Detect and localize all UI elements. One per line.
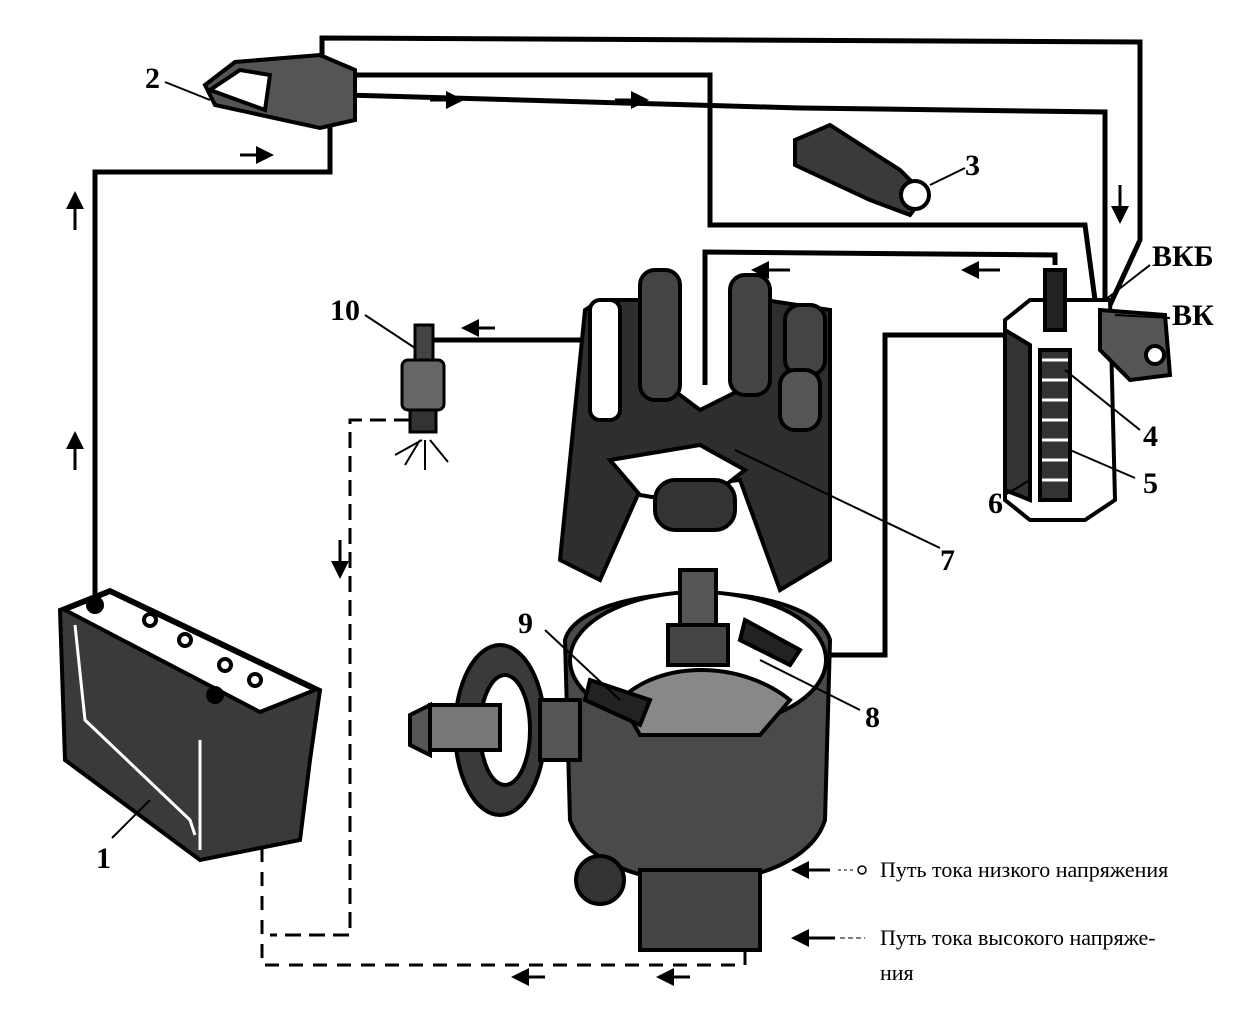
- label-rotor-7: 7: [940, 544, 955, 577]
- ignition-switch: [202, 52, 357, 131]
- ignition-coil: [1003, 268, 1173, 522]
- legend: Путь тока низкого напряжения Путь тока в…: [791, 857, 1168, 985]
- label-resistor: 3: [965, 149, 980, 182]
- distributor-body: [562, 568, 833, 952]
- leader-lines: [111, 81, 1171, 839]
- vacuum-advance: [408, 643, 582, 817]
- additional-resistor: [793, 122, 931, 218]
- battery: [57, 587, 323, 863]
- distributor-cap: [557, 268, 832, 593]
- wire-plug-ground: [270, 418, 410, 937]
- legend-high-voltage-text-2: ния: [880, 960, 914, 985]
- wire-coil-to-distributor: [702, 249, 1058, 385]
- legend-high-voltage-text-1: Путь тока высокого напряже-: [880, 925, 1156, 950]
- wire-switch-to-relay: [344, 92, 1108, 300]
- wire-ground-return: [260, 740, 747, 967]
- label-battery: 1: [96, 842, 111, 875]
- wire-top-loop: [319, 35, 1143, 307]
- label-vkb: ВКБ: [1152, 240, 1214, 273]
- legend-low-voltage-text: Путь тока низкого напряжения: [880, 857, 1168, 882]
- wire-battery-to-switch: [92, 110, 333, 600]
- label-vk: ВК: [1172, 299, 1214, 332]
- wire-coil-to-breaker: [800, 332, 1015, 658]
- high-voltage-wires: [270, 249, 1058, 937]
- current-arrows: [66, 91, 1129, 986]
- legend-low-voltage: Путь тока низкого напряжения: [791, 857, 1168, 882]
- legend-high-voltage: Путь тока высокого напряже- ния: [791, 925, 1156, 985]
- label-coil-4: 4: [1143, 420, 1158, 453]
- label-coil-6: 6: [988, 487, 1003, 520]
- wire-switch-to-coil-vkb: [345, 72, 1098, 301]
- label-coil-5: 5: [1143, 467, 1158, 500]
- component-labels: 1 2 3 4 5 6 7 8 9 10 ВКБ ВК: [96, 62, 1214, 875]
- spark-plug: [394, 323, 449, 470]
- label-breaker-8: 8: [865, 701, 880, 734]
- label-capacitor-9: 9: [518, 607, 533, 640]
- label-ignition-switch: 2: [145, 62, 160, 95]
- label-spark-plug-10: 10: [330, 294, 360, 327]
- low-voltage-wires: [92, 35, 1143, 967]
